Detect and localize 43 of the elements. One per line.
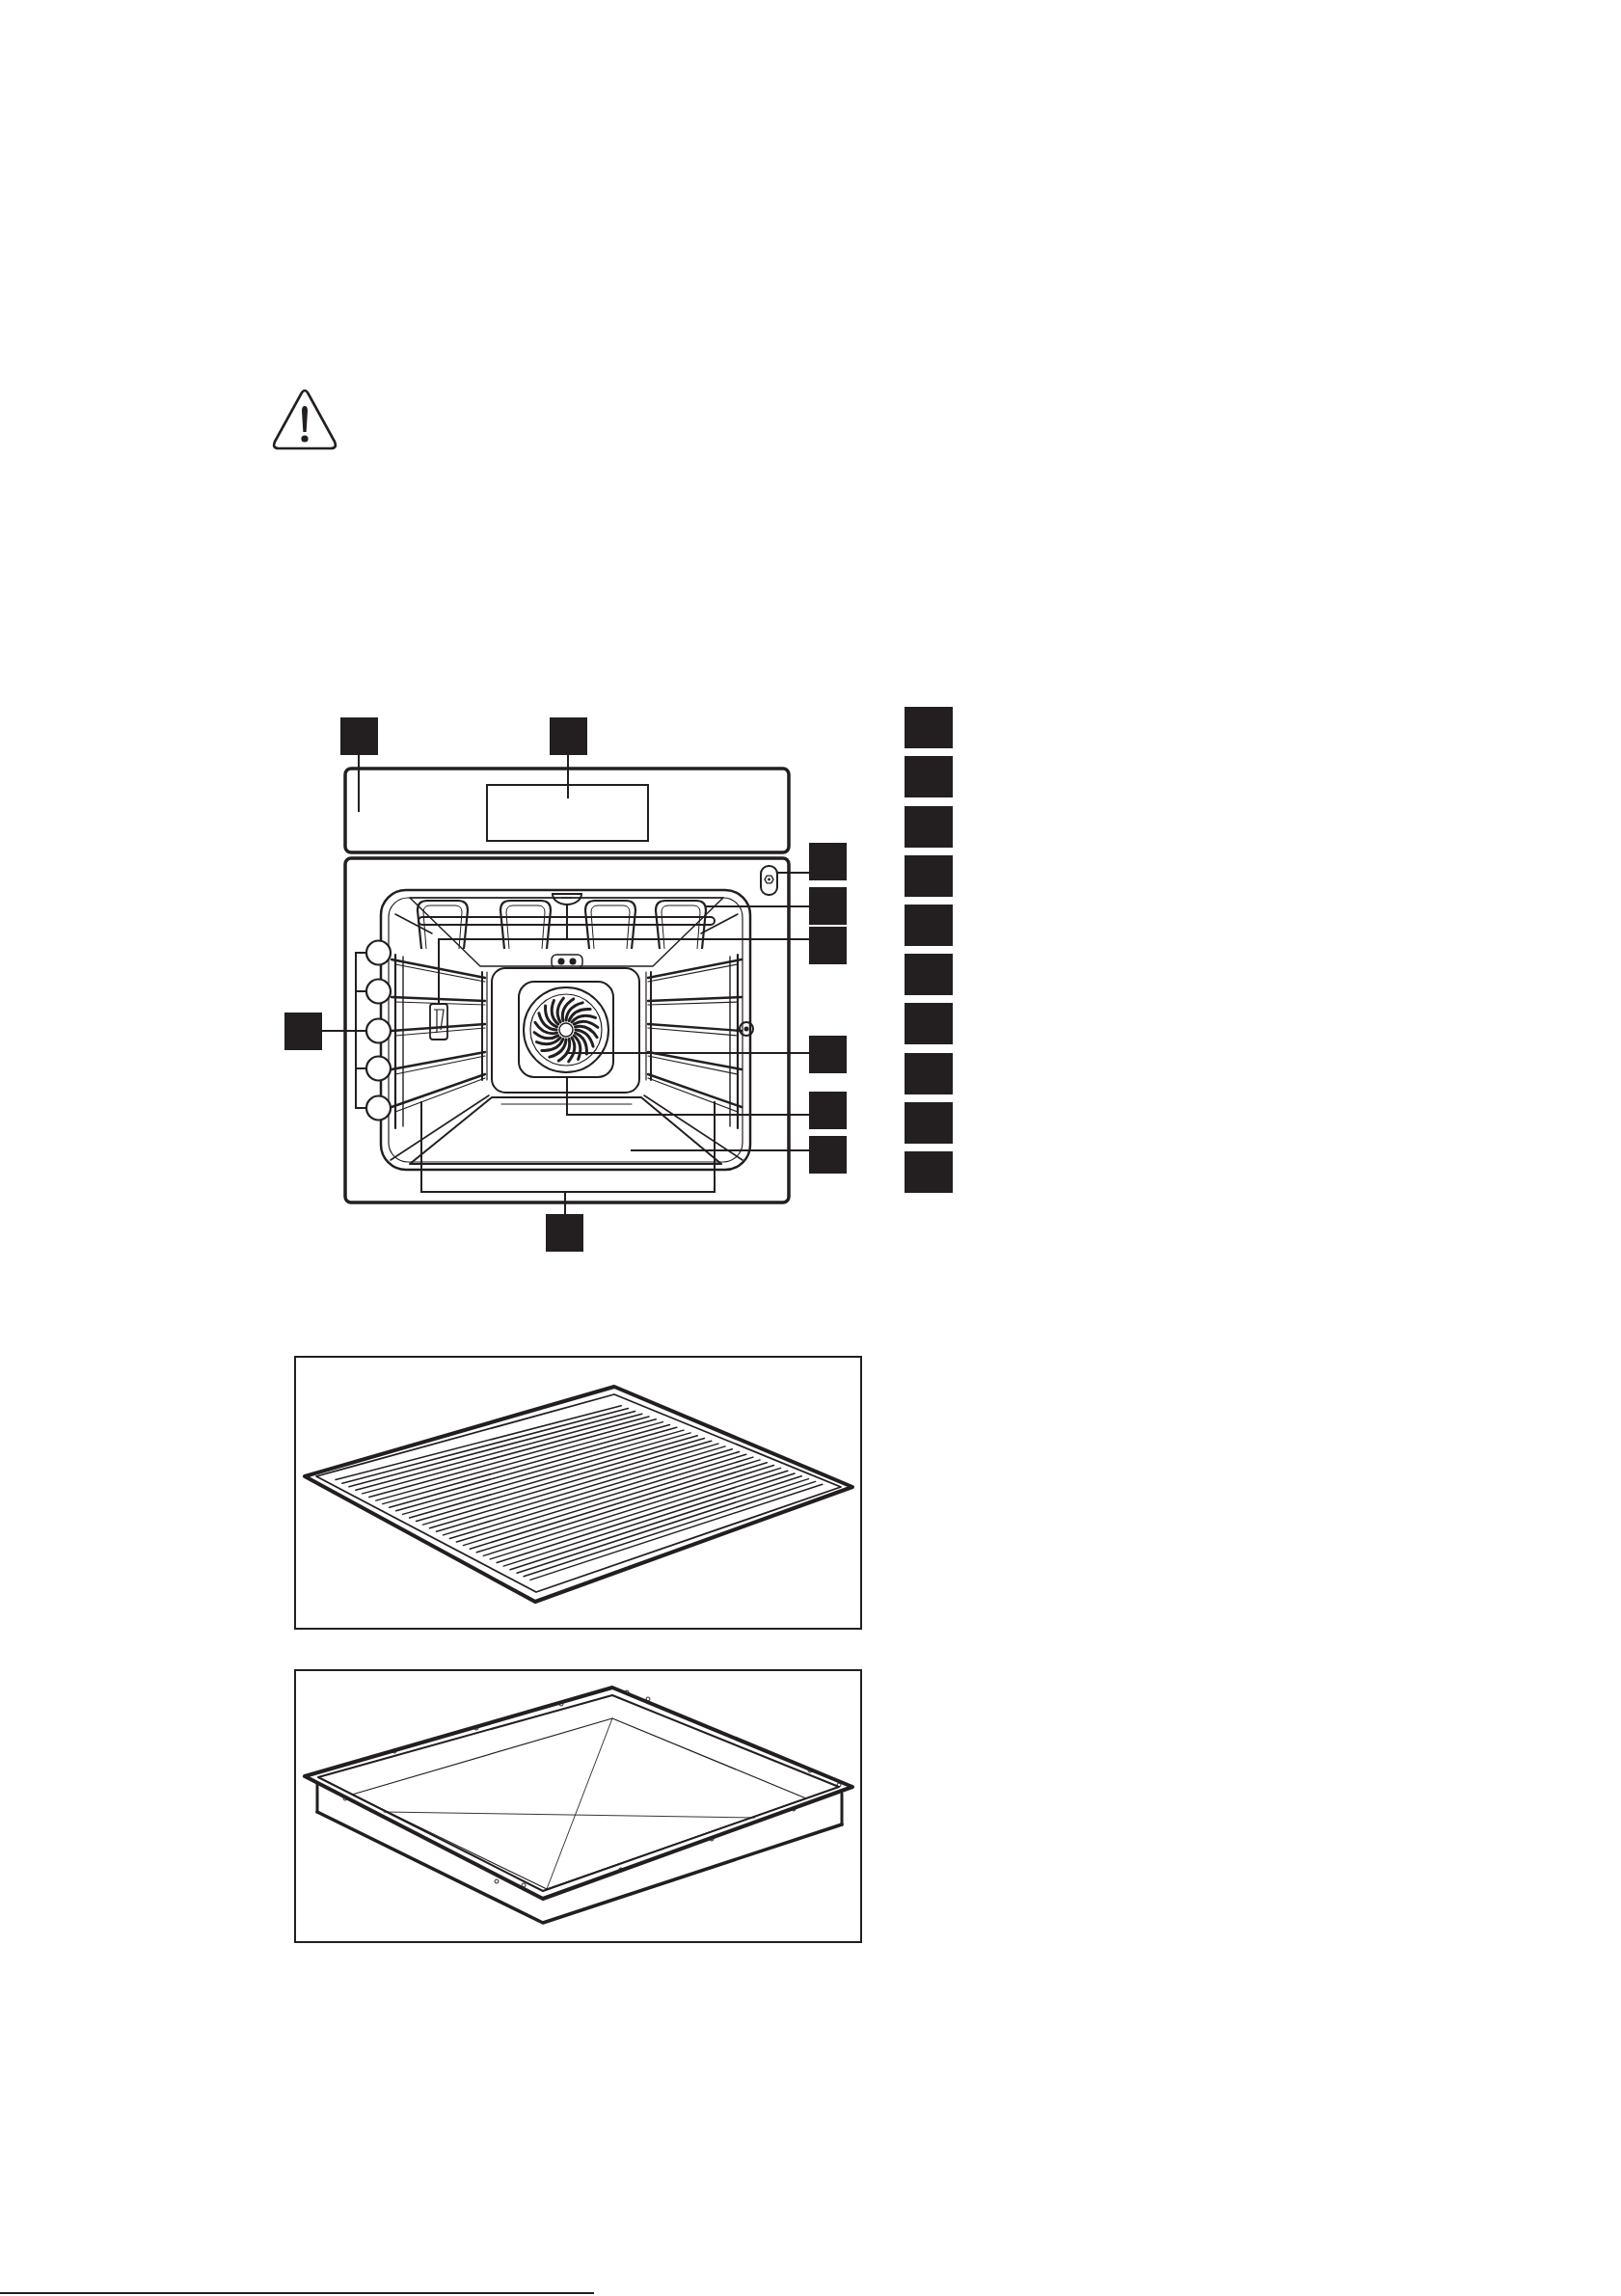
callout-marker [905, 1102, 953, 1144]
leader-line [566, 1076, 810, 1116]
shelf-support [390, 953, 488, 1130]
callout-marker [546, 1214, 583, 1252]
fan [523, 986, 609, 1073]
callout-marker [905, 855, 953, 897]
callout-marker [905, 806, 953, 848]
leader-line [705, 905, 810, 907]
fan-cover [518, 981, 614, 1078]
grill-element [416, 899, 716, 969]
callout-marker [905, 1003, 953, 1044]
control-panel [343, 767, 791, 854]
ceiling-lamp [552, 893, 582, 905]
leader-line [567, 754, 569, 799]
callout-marker [905, 1053, 953, 1094]
callout-marker [905, 1151, 953, 1193]
callout-marker [905, 905, 953, 946]
shelf-level-marker [365, 1094, 392, 1121]
leader-line [776, 872, 810, 874]
shelf-level-marker [365, 978, 392, 1005]
shelf-level-marker [365, 939, 392, 966]
callout-marker [809, 1036, 847, 1073]
leader-line [321, 1030, 367, 1109]
leader-line [630, 1149, 810, 1151]
shelf-level-marker [365, 1055, 392, 1082]
callout-marker [905, 756, 953, 797]
socket [760, 865, 778, 896]
cavity-floor [409, 1096, 722, 1165]
leader-line [358, 754, 360, 813]
callout-marker [905, 954, 953, 995]
callout-marker [284, 1013, 322, 1050]
callout-marker [809, 887, 847, 925]
callout-marker [550, 717, 587, 755]
shelf-level-marker [365, 1017, 392, 1044]
callout-marker [809, 1092, 847, 1129]
leader-line [566, 1052, 810, 1054]
callout-marker [809, 927, 847, 964]
callout-marker [809, 843, 847, 880]
callout-marker [905, 707, 953, 748]
callout-marker [809, 1136, 847, 1174]
shelf-support [645, 953, 743, 1130]
callout-marker [340, 717, 378, 755]
display-screen [486, 784, 649, 842]
